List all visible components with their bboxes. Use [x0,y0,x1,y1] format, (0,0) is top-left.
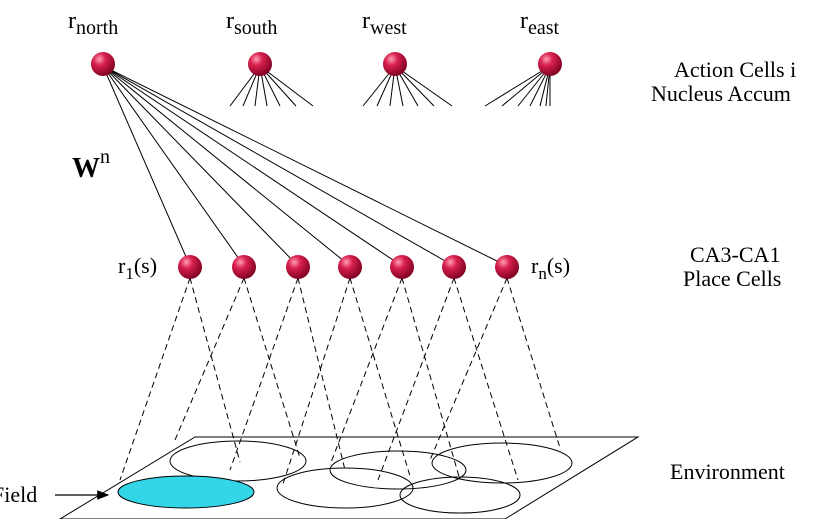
weight-connections [102,65,508,267]
place-field-ellipse [431,442,573,484]
action-label-east: reast [520,8,560,39]
action-label-south: rsouth [226,8,277,39]
place-neuron [232,255,256,279]
place-neuron [390,255,414,279]
action-neuron-west [383,52,407,76]
place-cells [178,255,519,279]
place-neuron [442,255,466,279]
place-field-ellipse [276,467,414,509]
action-label-west: rwest [362,8,407,39]
field-caption: Field [0,482,37,507]
place-to-environment-projections [119,277,561,488]
action-cells-caption-line1: Action Cells i [674,57,796,82]
place-label-last: rn(s) [531,253,570,283]
place-neuron [338,255,362,279]
environment-caption: Environment [670,459,785,484]
action-cells-caption-line2: Nucleus Accum [651,81,791,106]
action-neuron-south [248,52,272,76]
action-cells [91,52,562,76]
place-cells-caption-line2: Place Cells [683,266,781,291]
place-field-ellipse [399,476,521,514]
place-field-ellipse [329,450,467,490]
action-neuron-north [91,52,115,76]
action-neuron-east [538,52,562,76]
place-label-first: r1(s) [118,253,157,283]
action-label-north: rnorth [68,8,118,39]
place-neuron [495,255,519,279]
place-neuron [178,255,202,279]
weight-label: Wn [72,146,110,184]
highlighted-place-field [117,475,255,509]
place-field-ellipse [169,440,307,482]
place-cells-caption-line1: CA3-CA1 [690,242,780,267]
place-neuron [286,255,310,279]
